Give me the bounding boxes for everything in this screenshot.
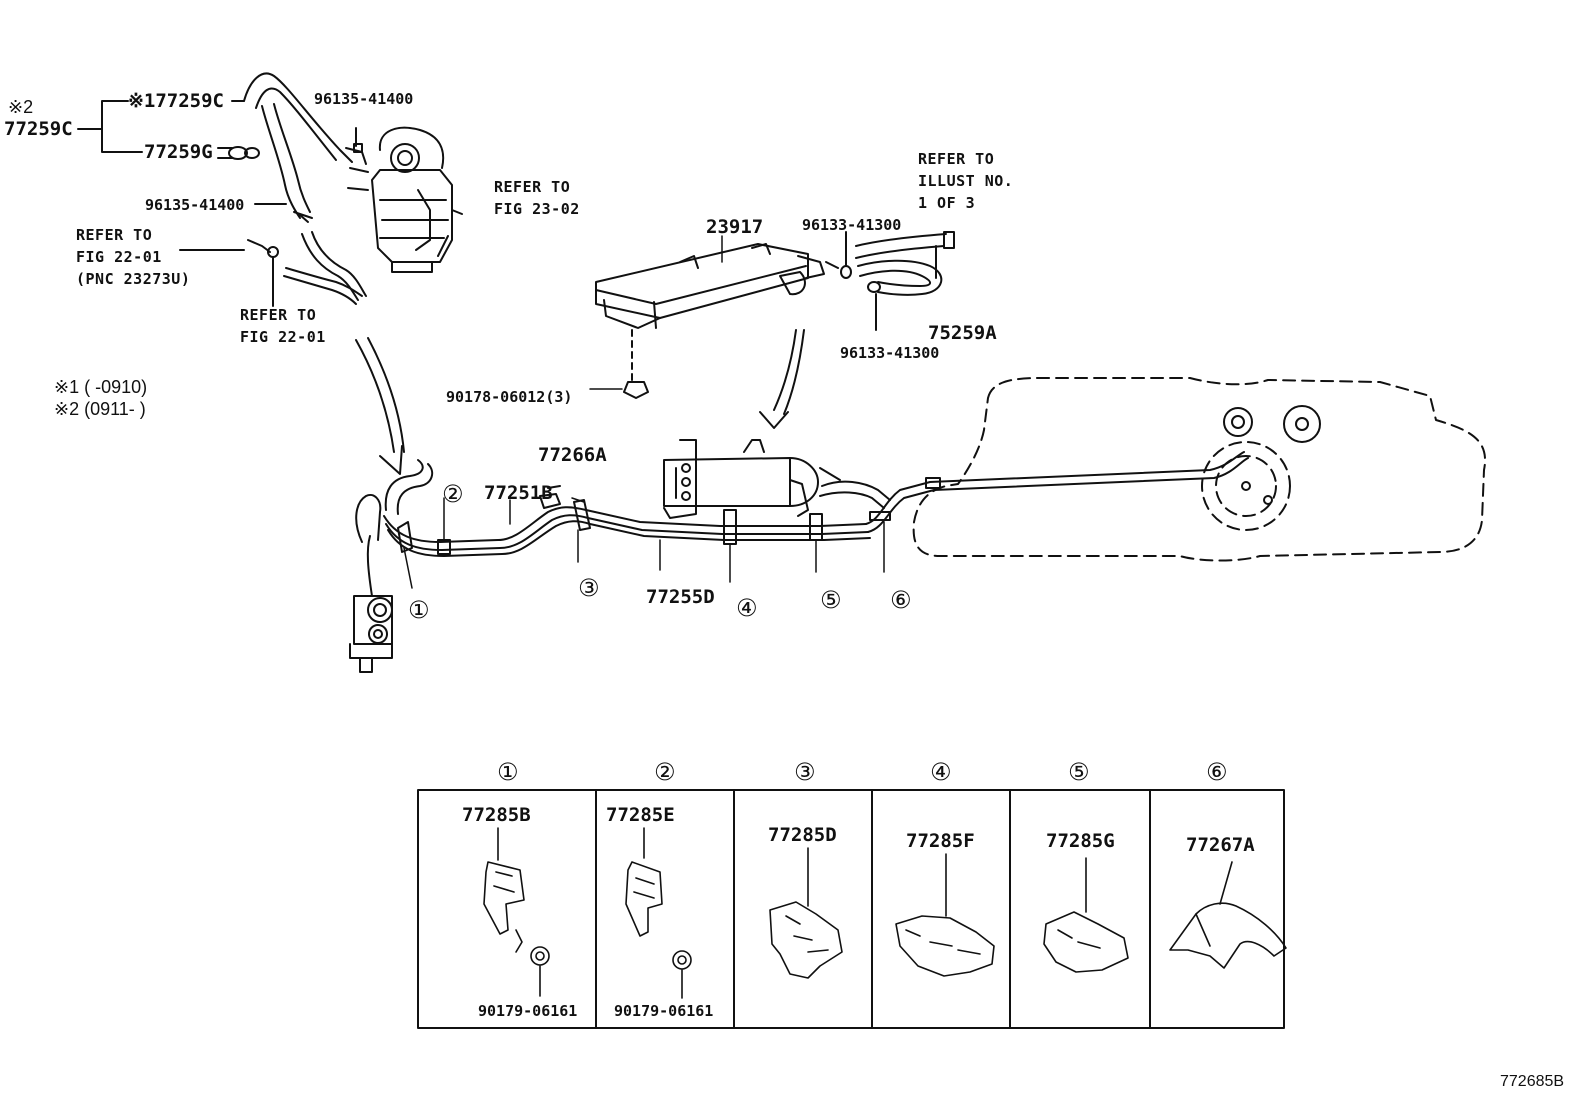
part-77259c-variant1: ※177259C (128, 90, 224, 112)
part-96135-mid: 96135-41400 (145, 196, 245, 214)
fuel-tank-details (1223, 405, 1321, 505)
illustration-code: 772685B (1500, 1073, 1565, 1090)
table-cell-2-sub: 90179-06161 (614, 1002, 714, 1020)
table-header-4: ④ (930, 758, 952, 786)
detail-table (417, 789, 1285, 1029)
flow-arrow-left (355, 337, 405, 475)
variant-bracket (77, 100, 245, 153)
hoses-75259a (825, 231, 955, 331)
ref-fig-22-01-pnc-line3: (PNC 23273U) (76, 270, 191, 288)
canister-23917 (595, 243, 825, 399)
middle-hoses (179, 203, 367, 307)
table-cell-2-part: 77285E (606, 804, 675, 826)
table-cell-3-part: 77285D (768, 824, 837, 846)
table-header-2: ② (654, 758, 676, 786)
callout-1: ① (408, 596, 430, 624)
part-96133-top: 96133-41300 (802, 216, 902, 234)
ref-fig-22-01-pnc-line1: REFER TO (76, 226, 153, 244)
part-96135-top: 96135-41400 (314, 90, 414, 108)
callout-2: ② (442, 480, 464, 508)
table-cell-1-sub: 90179-06161 (478, 1002, 578, 1020)
table-cell-4-part: 77285F (906, 830, 975, 852)
ref-illust-line2: ILLUST NO. (918, 172, 1014, 190)
main-fuel-lines (349, 451, 1249, 673)
callout-4: ④ (736, 594, 758, 622)
part-77266a: 77266A (538, 444, 607, 466)
fuel-tank-outline (912, 377, 1487, 562)
variant-mark: ※2 (8, 97, 34, 117)
clamp-77259g (217, 146, 260, 160)
table-cell-1-part: 77285B (462, 804, 531, 826)
part-96133-bottom: 96133-41300 (840, 344, 940, 362)
ref-fig-23-02-line2: FIG 23-02 (494, 200, 580, 218)
table-cell-5-part: 77285G (1046, 830, 1115, 852)
part-75259a: 75259A (928, 322, 997, 344)
callout-leaders (403, 233, 885, 589)
part-77259g: 77259G (144, 141, 213, 163)
ref-fig-22-01-line1: REFER TO (240, 306, 317, 324)
flow-arrow-right (759, 329, 805, 429)
table-cell-6-part: 77267A (1186, 834, 1255, 856)
part-77251b: 77251B (484, 482, 553, 504)
table-header-5: ⑤ (1068, 758, 1090, 786)
callout-6: ⑥ (890, 586, 912, 614)
detail-illustrations (483, 827, 1287, 999)
part-90178: 90178-06012(3) (446, 388, 573, 406)
part-23917: 23917 (706, 216, 764, 238)
table-header-3: ③ (794, 758, 816, 786)
table-header-1: ① (497, 758, 519, 786)
canister-assembly (345, 126, 463, 273)
ref-illust-line1: REFER TO (918, 150, 995, 168)
part-77255d: 77255D (646, 586, 715, 608)
ref-fig-23-02-line1: REFER TO (494, 178, 571, 196)
ref-fig-22-01-line2: FIG 22-01 (240, 328, 326, 346)
part-77259c: 77259C (4, 118, 73, 140)
callout-5: ⑤ (820, 586, 842, 614)
ref-fig-22-01-pnc-line2: FIG 22-01 (76, 248, 162, 266)
canister-main (663, 439, 841, 519)
legend-2: ※2 (0911- ) (54, 399, 146, 419)
ref-illust-line3: 1 OF 3 (918, 194, 976, 212)
upper-hose (243, 72, 353, 219)
callout-3: ③ (578, 574, 600, 602)
table-header-6: ⑥ (1206, 758, 1228, 786)
legend-1: ※1 ( -0910) (54, 377, 148, 397)
